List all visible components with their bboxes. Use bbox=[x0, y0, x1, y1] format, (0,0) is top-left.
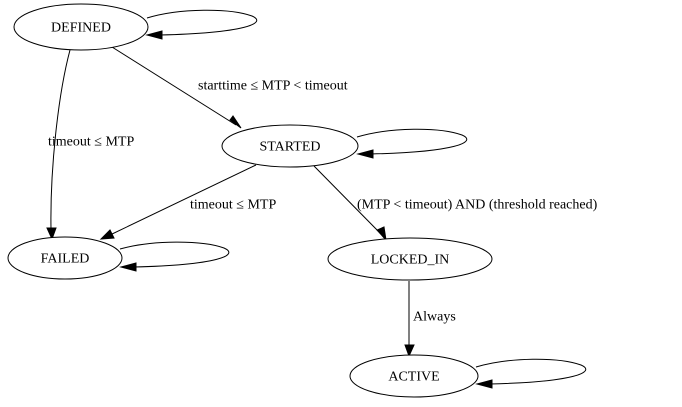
node-locked-in-ellipse[interactable] bbox=[327, 237, 493, 281]
started-to-failed-path bbox=[109, 164, 257, 236]
defined-self-loop-path bbox=[146, 9, 258, 36]
edge-label-started-to-locked-in: (MTP < timeout) AND (threshold reached) bbox=[357, 198, 598, 213]
active-self-loop-path bbox=[475, 358, 587, 385]
node-active-ellipse[interactable] bbox=[349, 354, 479, 398]
failed-self-loop-arrowhead bbox=[119, 262, 137, 272]
node-failed-label: FAILED bbox=[41, 252, 90, 267]
started-to-failed-arrowhead bbox=[99, 229, 115, 240]
node-failed[interactable]: FAILED bbox=[7, 236, 123, 280]
edge-started-to-failed bbox=[99, 164, 257, 240]
node-locked-in-label: LOCKED_IN bbox=[371, 253, 450, 268]
node-active-label: ACTIVE bbox=[388, 370, 439, 385]
node-defined-label: DEFINED bbox=[51, 21, 111, 36]
edge-defined-to-started bbox=[111, 46, 242, 129]
defined-to-failed-arrowhead bbox=[46, 227, 57, 241]
node-started[interactable]: STARTED bbox=[221, 124, 359, 168]
edge-active-self-loop bbox=[475, 358, 587, 389]
edge-label-defined-to-started: starttime ≤ MTP < timeout bbox=[198, 79, 348, 94]
edge-label-defined-to-failed: timeout ≤ MTP bbox=[48, 135, 134, 150]
active-self-loop-arrowhead bbox=[475, 379, 493, 389]
edge-label-locked-in-to-active: Always bbox=[413, 310, 456, 325]
node-failed-ellipse[interactable] bbox=[7, 236, 123, 280]
started-self-loop-path bbox=[356, 128, 468, 155]
edge-defined-self-loop bbox=[145, 9, 258, 40]
locked-in-to-active-arrowhead bbox=[404, 344, 415, 358]
edge-defined-to-failed bbox=[46, 49, 71, 241]
edge-failed-self-loop bbox=[119, 241, 230, 272]
defined-to-started-arrowhead bbox=[229, 115, 242, 129]
defined-self-loop-arrowhead bbox=[145, 30, 163, 40]
edge-locked-in-to-active bbox=[404, 281, 415, 358]
edge-started-to-locked-in bbox=[313, 165, 387, 242]
started-to-locked-in-path bbox=[313, 165, 382, 235]
node-started-ellipse[interactable] bbox=[221, 124, 359, 168]
defined-to-started-path bbox=[111, 46, 237, 126]
node-locked-in[interactable]: LOCKED_IN bbox=[327, 237, 493, 281]
edge-started-self-loop bbox=[356, 128, 468, 159]
node-defined[interactable]: DEFINED bbox=[13, 3, 149, 51]
failed-self-loop-path bbox=[119, 241, 230, 268]
node-active[interactable]: ACTIVE bbox=[349, 354, 479, 398]
defined-to-failed-path bbox=[50, 49, 71, 230]
started-self-loop-arrowhead bbox=[356, 149, 374, 159]
edge-label-started-to-failed: timeout ≤ MTP bbox=[190, 198, 276, 213]
started-to-locked-in-arrowhead bbox=[376, 226, 387, 242]
node-defined-ellipse[interactable] bbox=[13, 3, 149, 51]
node-started-label: STARTED bbox=[259, 140, 320, 155]
